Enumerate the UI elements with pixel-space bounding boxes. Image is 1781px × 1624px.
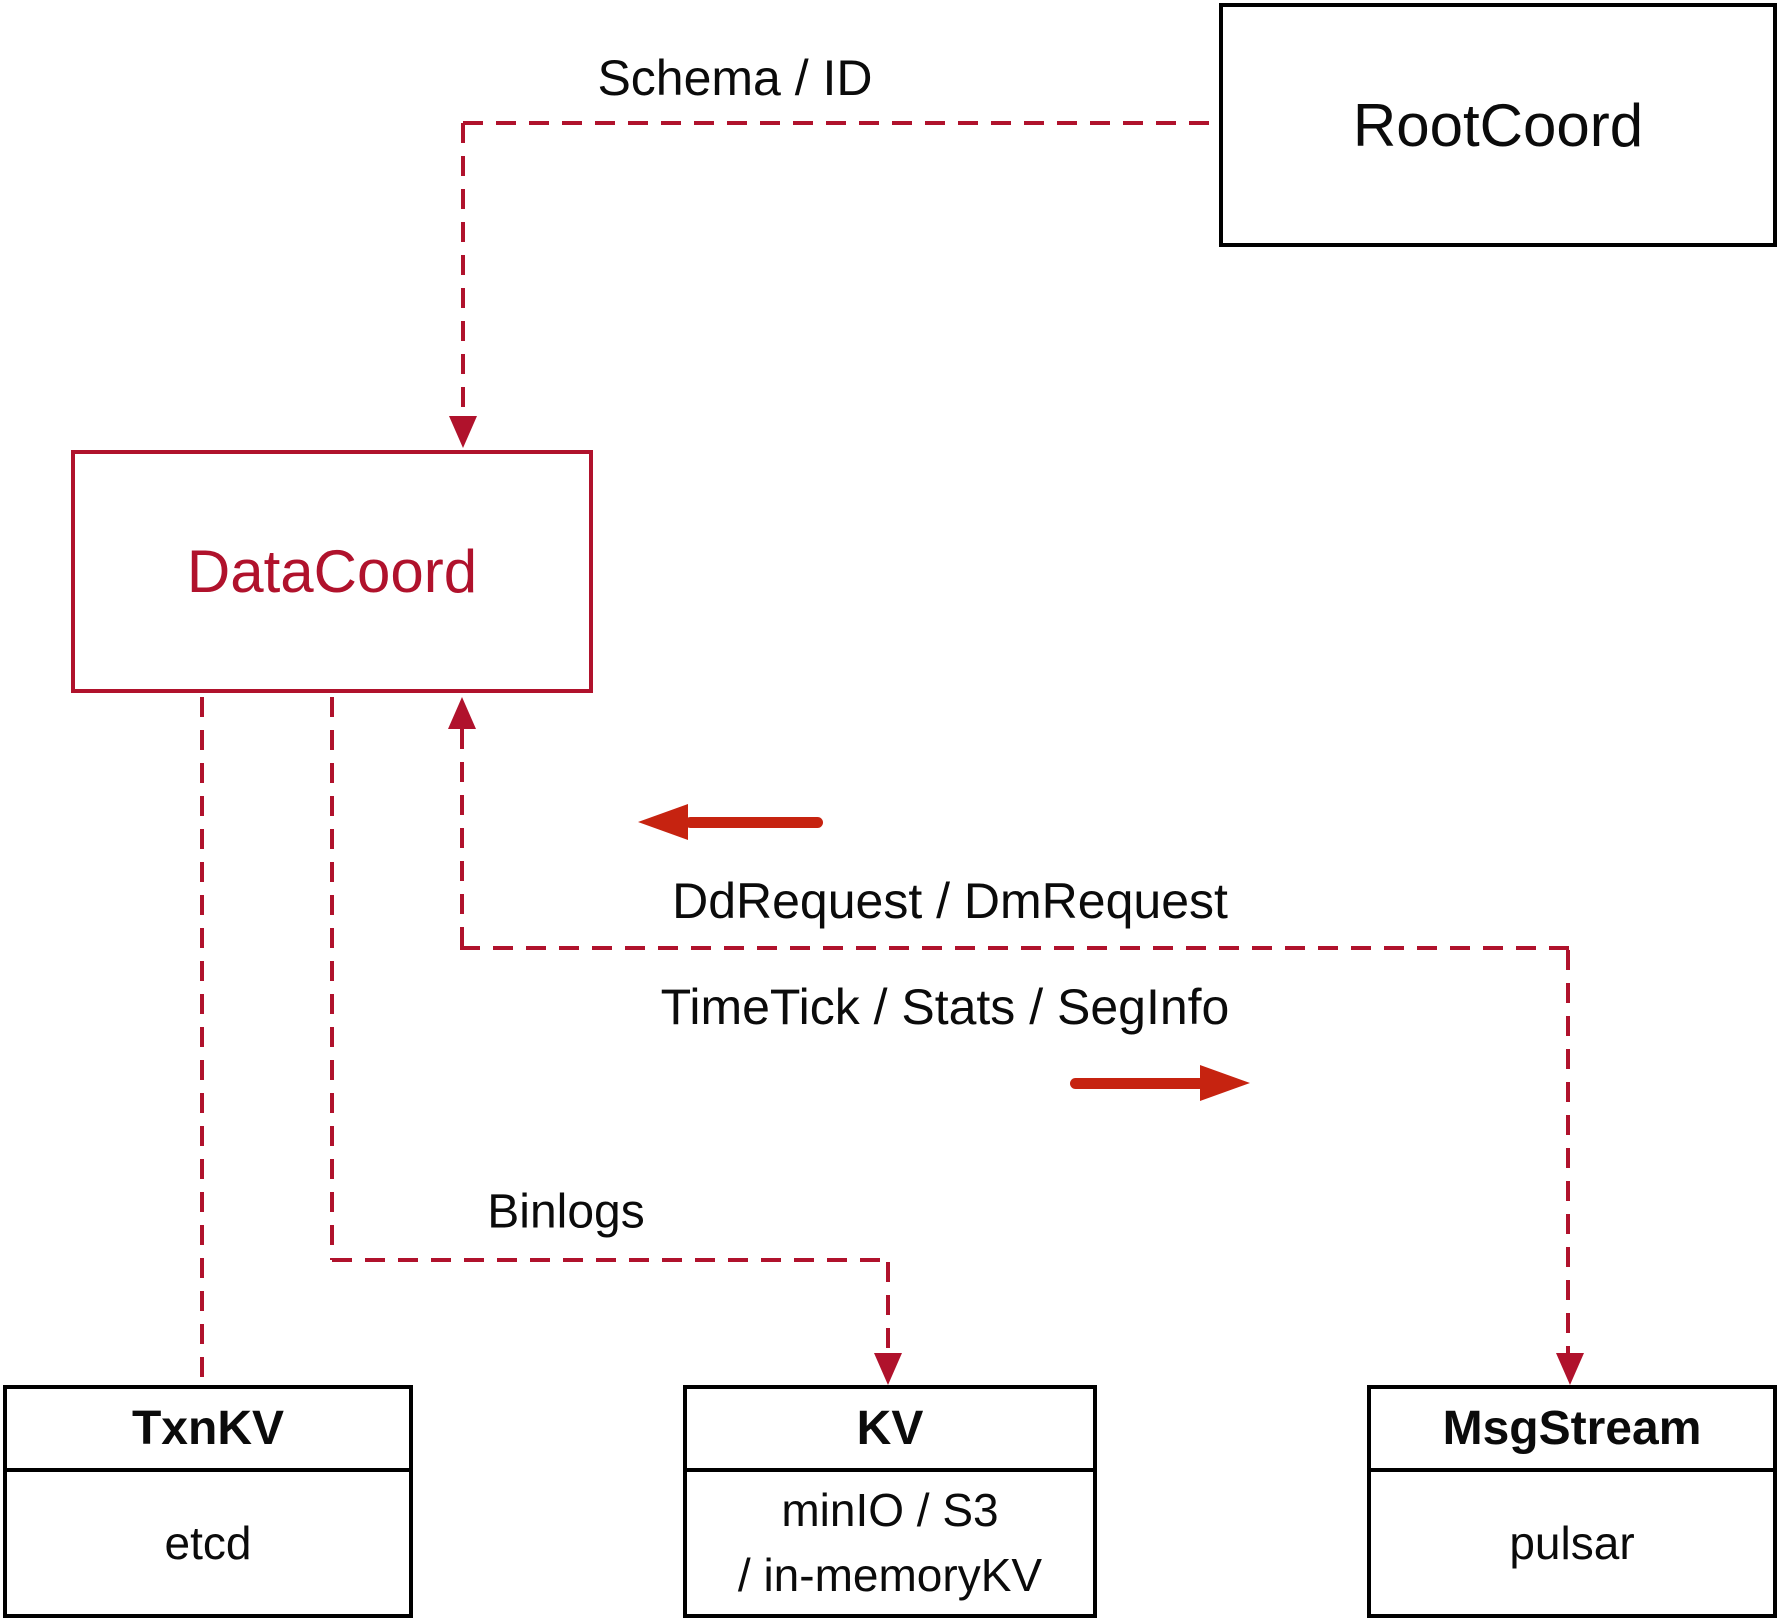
edge-requests-vertical-left xyxy=(460,729,464,948)
arrowhead-up-icon xyxy=(448,697,476,729)
node-txnkv-title: TxnKV xyxy=(7,1389,409,1472)
edge-label-binlogs: Binlogs xyxy=(487,1185,645,1239)
arrowhead-down-icon xyxy=(1556,1353,1584,1385)
arrowhead-down-icon xyxy=(874,1353,902,1385)
node-datacoord-label: DataCoord xyxy=(186,538,478,605)
node-msgstream-title: MsgStream xyxy=(1371,1389,1773,1472)
flow-arrow-left-shaft xyxy=(685,817,823,828)
node-rootcoord-label: RootCoord xyxy=(1352,91,1644,159)
edge-requests-horizontal xyxy=(460,946,1572,950)
node-kv-title: KV xyxy=(687,1389,1093,1472)
node-txnkv-content: etcd xyxy=(164,1516,252,1569)
arrowhead-down-icon xyxy=(449,416,477,448)
edge-label-timetick-stats-seginfo: TimeTick / Stats / SegInfo xyxy=(660,979,1230,1035)
edge-datacoord-txnkv xyxy=(200,697,204,1385)
node-rootcoord: RootCoord xyxy=(1219,3,1777,247)
edge-binlogs-horizontal xyxy=(332,1258,890,1262)
edge-binlogs-vertical-2 xyxy=(886,1262,890,1353)
edge-requests-vertical-right xyxy=(1566,950,1570,1353)
node-kv: KV minIO / S3 / in-memoryKV xyxy=(683,1385,1097,1618)
node-kv-content-line1: minIO / S3 xyxy=(781,1484,999,1536)
edge-schema-id-vertical xyxy=(461,123,465,418)
flow-arrow-left-icon xyxy=(638,804,688,840)
flow-arrow-right-icon xyxy=(1200,1065,1250,1101)
edge-label-schema-id: Schema / ID xyxy=(597,50,873,106)
node-datacoord: DataCoord xyxy=(71,450,593,693)
edge-binlogs-vertical-1 xyxy=(330,697,334,1260)
flow-arrow-right-shaft xyxy=(1070,1078,1205,1089)
edge-label-dd-dm-request: DdRequest / DmRequest xyxy=(672,873,1228,929)
edge-schema-id-horizontal xyxy=(463,121,1219,125)
node-kv-content-line2: / in-memoryKV xyxy=(737,1549,1043,1601)
node-txnkv: TxnKV etcd xyxy=(3,1385,413,1618)
node-msgstream: MsgStream pulsar xyxy=(1367,1385,1777,1618)
node-msgstream-content: pulsar xyxy=(1509,1516,1635,1569)
